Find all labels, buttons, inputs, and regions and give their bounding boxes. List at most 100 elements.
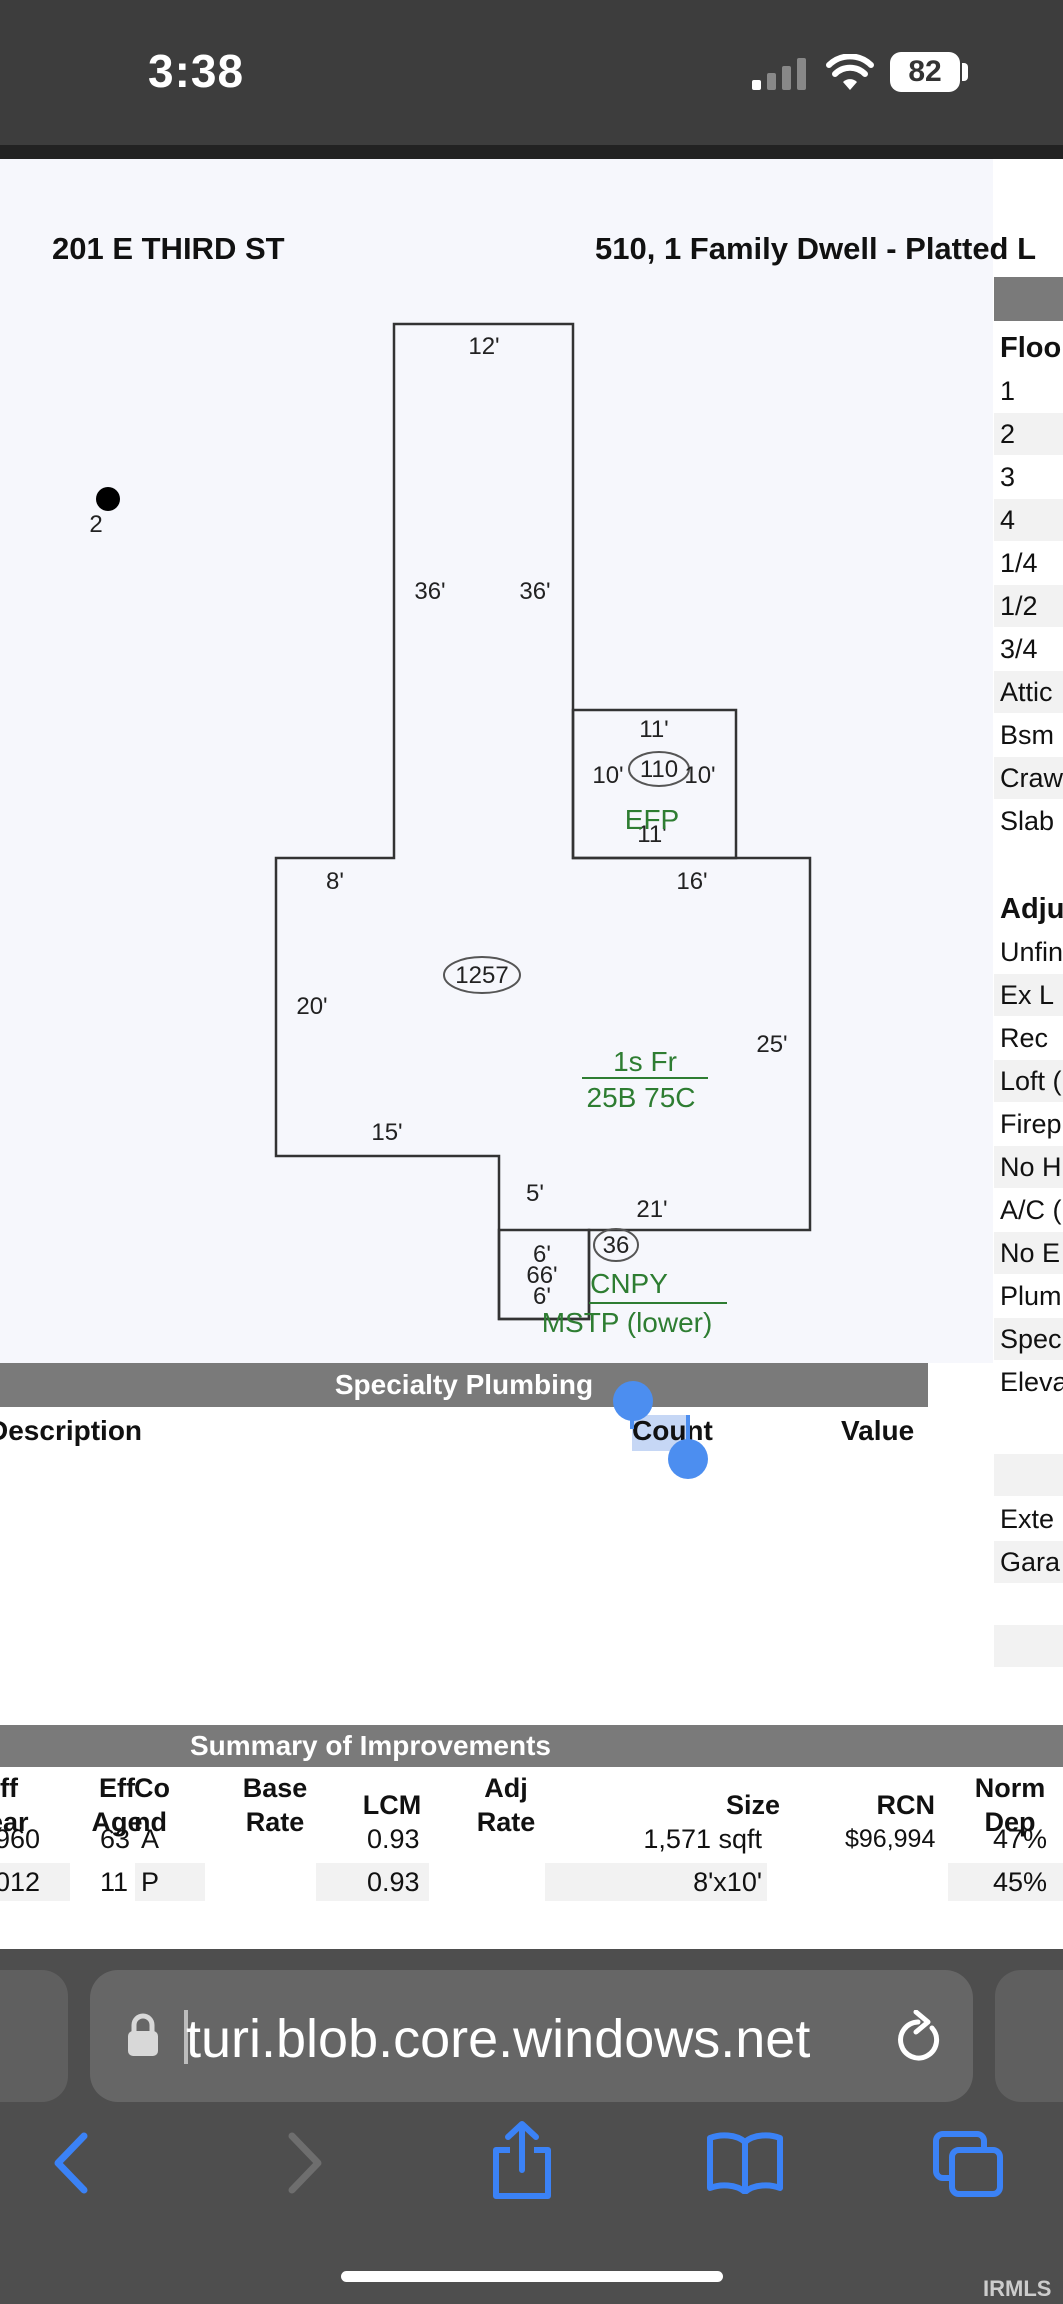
address-bar[interactable] (90, 1970, 973, 2102)
floor-row: Attic (994, 671, 1063, 713)
building-sketch: 2 12' 36' 36' 11' 10' 10' 11' 8' 16' 20'… (0, 159, 993, 1363)
area-cnpy-value: 36 (603, 1232, 630, 1259)
col-base-rate: Base Rate (242, 1773, 308, 1837)
cell-shade (316, 1863, 429, 1901)
dim-left-upper: 36' (414, 578, 445, 605)
extras-row: Exte (1000, 1504, 1055, 1534)
selection-handle-end[interactable] (668, 1439, 708, 1479)
cnpy-outline (497, 1228, 591, 1321)
floor-row: Bsm (1000, 720, 1054, 750)
col-cond: Co nd (134, 1773, 170, 1837)
right-panel-header-band (994, 277, 1063, 321)
efp-outline (571, 708, 738, 860)
floor-row: 2 (994, 413, 1063, 455)
area-main-value: 1257 (455, 962, 508, 989)
share-icon[interactable] (490, 2120, 554, 2202)
dim-efp-right: 10' (684, 762, 715, 789)
cell-eff-year: 1960 (0, 1824, 41, 1854)
right-panel-blank-row (994, 1625, 1063, 1667)
dim-right-upper: 36' (519, 578, 550, 605)
cell-shade (135, 1863, 205, 1901)
back-icon[interactable] (48, 2132, 98, 2194)
cell-shade (0, 1863, 70, 1901)
area-badge-cnpy (593, 1228, 639, 1262)
cell-norm-dep: 47% (993, 1824, 1048, 1854)
adjustment-row: Plum (1000, 1281, 1062, 1311)
floor-header: Floo (1000, 332, 1062, 364)
bookmarks-icon[interactable] (706, 2130, 784, 2194)
battery-tip (962, 63, 968, 81)
col-eff-age: Eff Age (91, 1773, 143, 1837)
label-efp: EFP (625, 804, 679, 835)
home-indicator[interactable] (341, 2271, 723, 2282)
adjustment-row: No H (994, 1146, 1063, 1188)
label-mstp: MSTP (lower) (542, 1307, 713, 1338)
floor-plan-diagram: 2 12' 36' 36' 11' 10' 10' 11' 8' 16' 20'… (89, 322, 812, 1338)
selection-handle-end-bar (686, 1415, 690, 1453)
floor-row: 3 (1000, 462, 1016, 492)
sketch-marker-label: 2 (89, 511, 102, 538)
tabs-icon[interactable] (932, 2130, 1006, 2200)
cell-cond: P (141, 1867, 160, 1897)
selection-handle-start[interactable] (613, 1381, 653, 1421)
cell-eff-year: 2012 (0, 1867, 41, 1897)
cell-cond: A (141, 1824, 160, 1854)
adjustment-row: Ex L (994, 974, 1063, 1016)
adjustment-row: Loft ( (994, 1060, 1063, 1102)
dim-notch: 5' (526, 1180, 544, 1207)
dim-right-side: 25' (756, 1031, 787, 1058)
col-eff-year: Eff Year (0, 1773, 29, 1837)
location-dot-icon (96, 487, 120, 511)
forward-icon[interactable] (278, 2132, 328, 2194)
dim-bottom-right: 21' (636, 1196, 667, 1223)
dim-left-step: 8' (326, 868, 344, 895)
area-badge-efp (628, 751, 690, 787)
cell-eff-age: 11 (100, 1867, 129, 1897)
label-cnpy: CNPY (590, 1268, 668, 1299)
adjustment-row: Eleva (1000, 1367, 1063, 1397)
dim-top: 12' (468, 333, 499, 360)
status-time: 3:38 (148, 45, 245, 97)
reload-icon[interactable] (892, 2010, 944, 2066)
dim-left-side: 20' (296, 993, 327, 1020)
extras-row: Gara (994, 1541, 1063, 1583)
area-efp-value: 110 (640, 756, 678, 783)
cell-shade (545, 1863, 767, 1901)
label-main-line2: 25B 75C (587, 1082, 696, 1113)
toolbar-divider (0, 145, 1063, 159)
dim-cnpy-a: 6' (533, 1241, 551, 1268)
summary-header: Summary of Improvements (0, 1725, 1063, 1767)
floor-row: Craw (994, 757, 1063, 799)
adjustment-row: A/C ( (1000, 1195, 1062, 1225)
cell-rcn: $96,994 (845, 1825, 936, 1853)
land-use-title: 510, 1 Family Dwell - Platted L (595, 231, 1037, 266)
col-value: Value (841, 1415, 915, 1446)
specialty-plumbing-header: Specialty Plumbing (0, 1363, 928, 1407)
cell-size: 1,571 sqft (643, 1824, 762, 1854)
col-count[interactable]: Count (632, 1415, 713, 1446)
summary-title: Summary of Improvements (190, 1730, 551, 1761)
main-structure-outline (274, 322, 812, 1321)
floor-row: 1/2 (994, 585, 1063, 627)
cell-norm-dep: 45% (993, 1867, 1048, 1897)
adjustment-row: Spec (994, 1318, 1063, 1360)
cell-shade (948, 1863, 1063, 1901)
floor-row: 1 (1000, 376, 1016, 406)
dim-right-step: 16' (676, 868, 707, 895)
url-text-cursor (184, 2010, 188, 2064)
adjustments-header: Adju (1000, 893, 1063, 925)
cell-lcm: 0.93 (367, 1824, 420, 1854)
web-page[interactable]: 2 12' 36' 36' 11' 10' 10' 11' 8' 16' 20'… (0, 159, 1063, 1949)
previous-tab-preview[interactable] (0, 1970, 68, 2102)
next-tab-preview[interactable] (995, 1970, 1063, 2102)
cell-size: 8'x10' (693, 1867, 762, 1897)
lock-icon (128, 2013, 158, 2056)
property-address: 201 E THIRD ST (52, 231, 285, 266)
area-badge-main (443, 956, 521, 994)
adjustment-row: Rec (1000, 1023, 1049, 1053)
floor-row: 3/4 (1000, 634, 1038, 664)
url-text[interactable]: turi.blob.core.windows.net (186, 2009, 811, 2069)
dim-efp-left: 10' (592, 762, 623, 789)
battery-icon: 82 (890, 52, 960, 92)
dim-bottom-left: 15' (371, 1119, 402, 1146)
